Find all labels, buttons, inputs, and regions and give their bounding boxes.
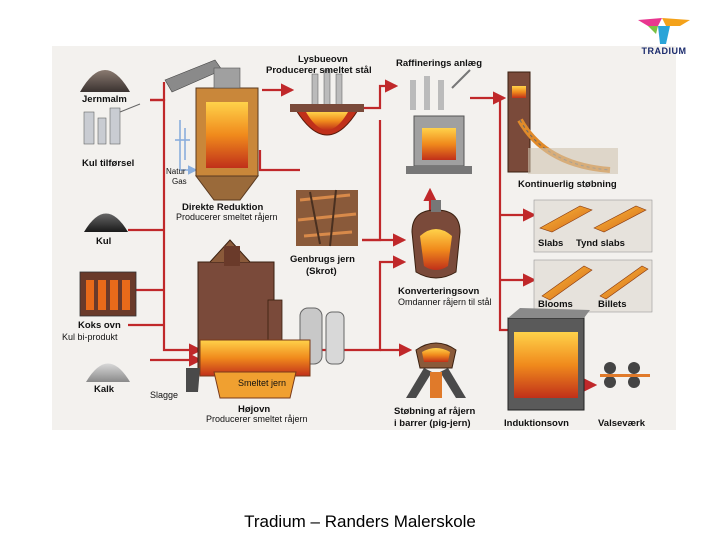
label-natur: Natur	[166, 167, 186, 176]
label-tynd-slabs: Tynd slabs	[576, 238, 625, 249]
coke-oven	[80, 272, 136, 316]
label-konverteringsovn: Konverteringsovn	[398, 286, 479, 297]
label-genbrugs-jern: Genbrugs jern	[290, 254, 355, 265]
label-slagge: Slagge	[150, 390, 178, 400]
label-stobning-raajern-2: i barrer (pig-jern)	[394, 418, 471, 429]
label-konverteringsovn-sub: Omdanner råjern til stål	[398, 297, 492, 307]
label-hojovn-sub: Producerer smeltet råjern	[206, 414, 308, 424]
label-kalk: Kalk	[94, 384, 115, 395]
label-valsevaerk: Valseværk	[598, 418, 646, 429]
label-kontinuerlig-stobning: Kontinuerlig støbning	[518, 179, 617, 190]
label-kul-tilforsel: Kul tilførsel	[82, 158, 134, 169]
label-billets: Billets	[598, 299, 627, 310]
label-kul-biprodukt: Kul bi-produkt	[62, 332, 118, 342]
label-genbrugs-jern-sub: (Skrot)	[306, 266, 337, 277]
tradium-logo-mark-icon	[628, 14, 700, 46]
label-koks-ovn: Koks ovn	[78, 320, 121, 331]
label-lysbueovn: Lysbueovn	[298, 54, 348, 65]
label-blooms: Blooms	[538, 299, 573, 310]
label-stobning-raajern-1: Støbning af råjern	[394, 406, 475, 417]
tradium-logo: TRADIUM	[628, 14, 700, 60]
label-smeltet-jern: Smeltet jern	[238, 378, 286, 388]
label-direkte-reduktion-sub: Producerer smeltet råjern	[176, 212, 278, 222]
label-raffinerings-anlaeg: Raffinerings anlæg	[396, 58, 482, 69]
induction-furnace	[508, 308, 590, 410]
footer-caption: Tradium – Randers Malerskole	[0, 512, 720, 532]
label-slabs: Slabs	[538, 238, 563, 249]
label-lysbueovn-sub: Producerer smeltet stål	[266, 65, 372, 76]
label-induktionsovn: Induktionsovn	[504, 418, 569, 429]
logo-text: TRADIUM	[628, 46, 700, 56]
label-jernmalm: Jernmalm	[82, 94, 127, 105]
label-kul: Kul	[96, 236, 111, 247]
scrap-pile	[296, 190, 358, 246]
label-gas: Gas	[172, 177, 187, 186]
